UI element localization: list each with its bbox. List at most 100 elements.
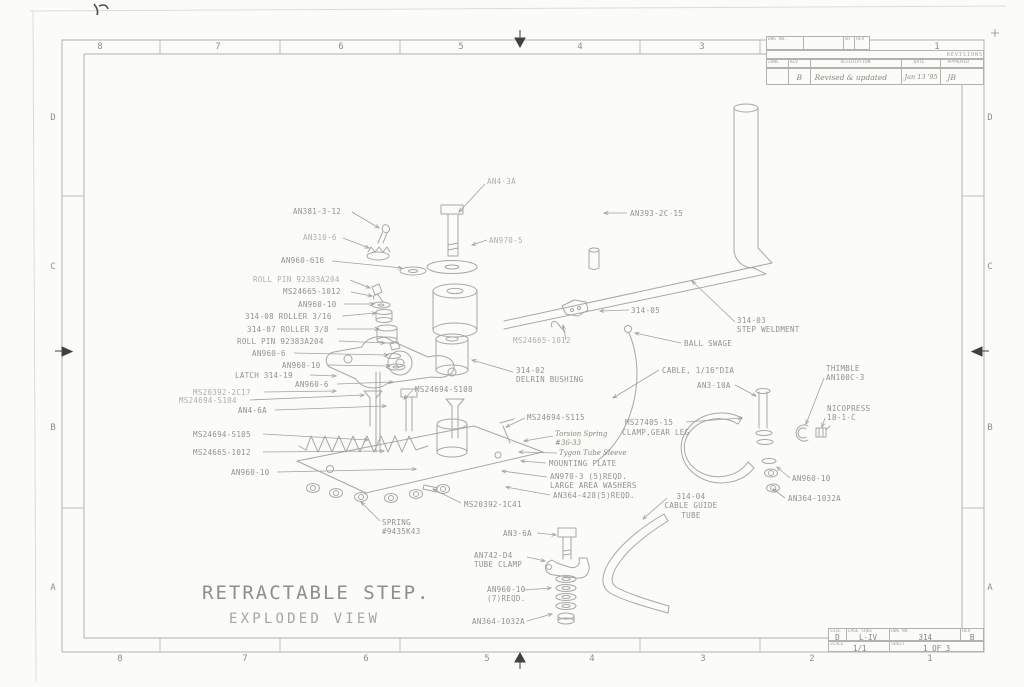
part-callout: AN364-1032A bbox=[472, 617, 525, 626]
leader-line bbox=[806, 378, 824, 424]
leader-line bbox=[472, 360, 513, 372]
zone-top-7: 7 bbox=[215, 42, 221, 52]
zone-left-C: C bbox=[50, 262, 56, 272]
revision-entry-row: B Revised & updated Jan 13 '95 JB bbox=[766, 68, 984, 85]
part-callout: AN3-6A bbox=[503, 529, 532, 538]
part-callout: THIMBLE AN100C-3 bbox=[826, 364, 865, 383]
zone-bottom-7: 7 bbox=[242, 654, 248, 664]
leader-line bbox=[506, 418, 525, 427]
leader-line bbox=[600, 310, 629, 311]
leader-line bbox=[294, 353, 388, 355]
zone-top-1: 1 bbox=[934, 42, 940, 52]
clevis-pin bbox=[589, 248, 599, 270]
title-block-row2: SCALE 1/1 SHEET 1 OF 3 bbox=[828, 641, 984, 652]
part-callout: 314-08 ROLLER 3/16 bbox=[245, 312, 332, 321]
mounting-plate bbox=[297, 419, 543, 493]
leader-line bbox=[342, 313, 376, 316]
leader-line bbox=[524, 588, 551, 590]
cage-value: L-IV bbox=[858, 633, 878, 640]
part-callout: MS20392-2C17 bbox=[193, 388, 251, 397]
cable-guide-tube bbox=[603, 514, 669, 613]
part-callout: LATCH 314-19 bbox=[235, 371, 293, 380]
exploded-view-geometry bbox=[297, 104, 830, 624]
zone-top-5: 5 bbox=[458, 42, 464, 52]
col-description: DESCRIPTION bbox=[840, 60, 871, 65]
part-callout: AN970-3 (5)REQD. LARGE AREA WASHERS bbox=[550, 472, 637, 491]
rev-entry-rev: B bbox=[796, 73, 802, 82]
revision-header-strip: DWG NO. SH REV bbox=[766, 36, 870, 50]
revision-column-headers: ZONE REV DESCRIPTION DATE APPROVED bbox=[766, 59, 984, 68]
rev-entry-approved: JB bbox=[947, 73, 956, 82]
leader-line bbox=[275, 406, 386, 410]
zone-top-6: 6 bbox=[338, 42, 344, 52]
leader-line bbox=[521, 461, 546, 463]
sheet-value: 1 OF 3 bbox=[923, 644, 951, 651]
part-callout: MS24665-1012 bbox=[283, 287, 341, 296]
leader-line bbox=[563, 325, 566, 340]
zone-top-4: 4 bbox=[577, 42, 583, 52]
torsion-spring bbox=[299, 436, 428, 452]
scale-label: SCALE bbox=[830, 642, 844, 647]
zone-bottom-5: 5 bbox=[484, 654, 490, 664]
leader-line bbox=[686, 418, 742, 422]
zone-bottom-8: 8 bbox=[117, 654, 123, 664]
hardware-column bbox=[367, 225, 426, 370]
part-callout: MS27405-15 bbox=[625, 418, 674, 427]
part-callout: AN960-10 bbox=[792, 474, 831, 483]
leader-lines bbox=[250, 184, 825, 621]
leader-line bbox=[310, 375, 336, 376]
part-callout: AN960-616 bbox=[281, 256, 325, 265]
part-callout: MS24694-S115 bbox=[527, 413, 585, 422]
leader-line bbox=[506, 487, 550, 495]
leader-line bbox=[332, 261, 402, 268]
revisions-title: REVISIONS bbox=[946, 52, 983, 58]
leader-line bbox=[692, 281, 735, 322]
title-block-row1: SIZE D CAGE CODE L-IV DWG NO. 314 REV B bbox=[828, 628, 984, 641]
leader-line bbox=[343, 238, 369, 248]
sheet-label: SHEET bbox=[891, 642, 905, 647]
leader-line bbox=[337, 382, 393, 384]
part-callout: Torsion Spring #36-33 bbox=[555, 430, 608, 447]
zone-right-B: B bbox=[987, 423, 993, 433]
part-callout: MS20392-1C41 bbox=[464, 500, 522, 509]
gear-leg-clamp bbox=[681, 389, 779, 493]
leader-line bbox=[822, 418, 825, 427]
leader-line bbox=[277, 469, 416, 472]
zone-right-C: C bbox=[987, 262, 993, 272]
leader-line bbox=[773, 489, 785, 498]
col-approved: APPROVED bbox=[947, 60, 970, 65]
part-callout: Tygon Tube Sleeve bbox=[559, 449, 627, 457]
zone-bottom-4: 4 bbox=[589, 654, 595, 664]
scan-artifacts bbox=[30, 6, 1006, 681]
rev-label: REV bbox=[856, 37, 865, 42]
zone-bottom-2: 2 bbox=[809, 654, 815, 664]
part-callout: ROLL PIN 92383A204 bbox=[237, 337, 324, 346]
leader-line bbox=[361, 502, 380, 521]
leader-line bbox=[352, 212, 379, 228]
step-weldment bbox=[504, 104, 772, 329]
leader-line bbox=[472, 240, 487, 245]
part-callout: SPRING #9435K43 bbox=[382, 518, 421, 537]
col-date: DATE bbox=[913, 60, 925, 65]
size-label: SIZE bbox=[830, 629, 841, 634]
part-callout: CLAMP,GEAR LEG bbox=[622, 428, 690, 437]
dwg-no-label: DWG NO. bbox=[768, 37, 787, 42]
part-callout: 314-03 STEP WELDMENT bbox=[737, 316, 800, 335]
rev-value: B bbox=[969, 633, 975, 640]
leader-line bbox=[263, 434, 368, 440]
leader-line bbox=[263, 451, 384, 452]
zone-bottom-1: 1 bbox=[927, 654, 933, 664]
thimble-nicopress bbox=[796, 425, 830, 441]
part-callout: ROLL PIN 92383A204 bbox=[253, 275, 340, 284]
part-callout: AN742-D4 TUBE CLAMP bbox=[474, 551, 523, 570]
leader-line bbox=[524, 436, 553, 441]
leader-line bbox=[433, 489, 461, 503]
part-callout: NICOPRESS 18-1-C bbox=[827, 404, 871, 423]
leader-line bbox=[643, 498, 667, 519]
part-callout: AN364-1032A bbox=[788, 494, 841, 503]
part-callout: AN960-10 bbox=[231, 468, 270, 477]
sh-label: SH bbox=[844, 37, 850, 42]
leader-line bbox=[502, 471, 547, 477]
